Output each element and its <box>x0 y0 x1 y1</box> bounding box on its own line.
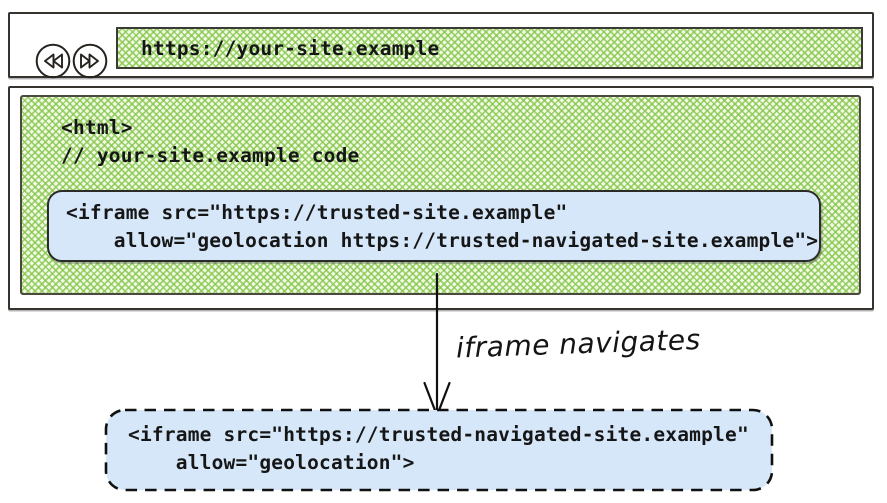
url-text: https://your-site.example <box>141 36 440 60</box>
navigated-iframe-code: <iframe src="https://trusted-navigated-s… <box>128 423 749 474</box>
iframe-navigation-arrow <box>420 272 454 420</box>
forward-button[interactable] <box>71 42 109 80</box>
trusted-iframe-code: <iframe src="https://trusted-site.exampl… <box>66 201 819 252</box>
rewind-back-icon <box>34 42 72 80</box>
navigated-iframe-box <box>104 408 774 492</box>
fast-forward-icon <box>71 42 109 80</box>
iframe-navigates-label: iframe navigates <box>455 323 702 365</box>
url-bar[interactable]: https://your-site.example <box>116 27 863 69</box>
back-button[interactable] <box>34 42 72 80</box>
site-code: <html> // your-site.example code <box>61 116 360 167</box>
trusted-iframe-box <box>47 190 821 262</box>
